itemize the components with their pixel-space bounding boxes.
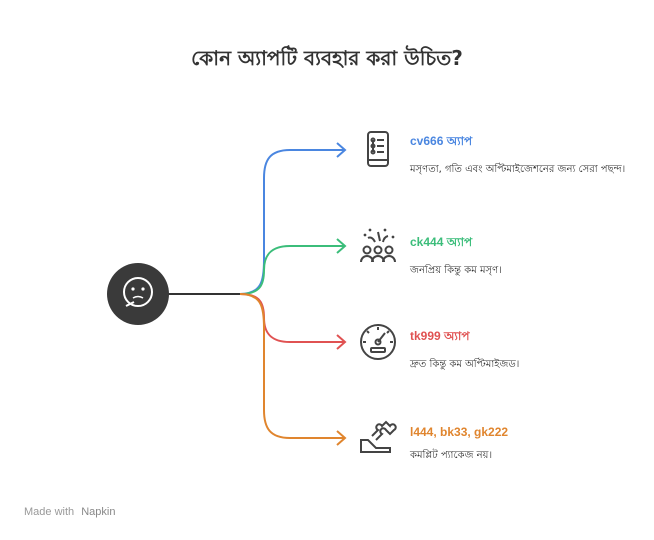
diagram-title: কোন অ্যাপটি ব্যবহার করা উচিত?	[191, 46, 463, 70]
arrow-2	[336, 238, 347, 254]
celebrating-crowd-icon	[360, 228, 396, 263]
smartphone-checklist-icon	[367, 131, 389, 167]
option-others: l444, bk33, gk222 কমপ্লিট প্যাকেজ নয়।	[410, 425, 640, 463]
option-description: দ্রুত কিন্তু কম অপ্টিমাইজড।	[410, 359, 520, 370]
branch-3	[239, 293, 345, 343]
branch-2	[239, 245, 345, 295]
speedometer-icon	[360, 324, 396, 360]
option-tk999: tk999 অ্যাপ দ্রুত কিন্তু কম অপ্টিমাইজড।	[410, 328, 640, 372]
branch-4	[239, 293, 345, 439]
arrow-1	[336, 142, 347, 158]
arrow-3	[336, 334, 347, 350]
thinking-face-icon	[107, 263, 169, 325]
option-label: cv666 অ্যাপ	[410, 134, 473, 148]
puzzle-hand-icon	[360, 420, 397, 453]
option-ck444: ck444 অ্যাপ জনপ্রিয় কিন্তু কম মসৃণ।	[410, 234, 640, 278]
option-description: মসৃণতা, গতি এবং অপ্টিমাইজেশনের জন্য সেরা…	[410, 164, 626, 175]
option-description: কমপ্লিট প্যাকেজ নয়।	[410, 450, 493, 461]
option-description: জনপ্রিয় কিন্তু কম মসৃণ।	[410, 265, 502, 276]
option-cv666: cv666 অ্যাপ মসৃণতা, গতি এবং অপ্টিমাইজেশন…	[410, 133, 640, 177]
made-with-text: Made with	[24, 506, 75, 518]
napkin-logo-text: Napkin	[81, 506, 116, 518]
branch-1	[239, 149, 345, 295]
option-label: tk999 অ্যাপ	[410, 329, 470, 343]
option-label: ck444 অ্যাপ	[410, 235, 473, 249]
option-label: l444, bk33, gk222	[410, 425, 509, 439]
made-with-napkin[interactable]: Made with Napkin	[24, 506, 115, 518]
arrow-4	[336, 430, 347, 446]
